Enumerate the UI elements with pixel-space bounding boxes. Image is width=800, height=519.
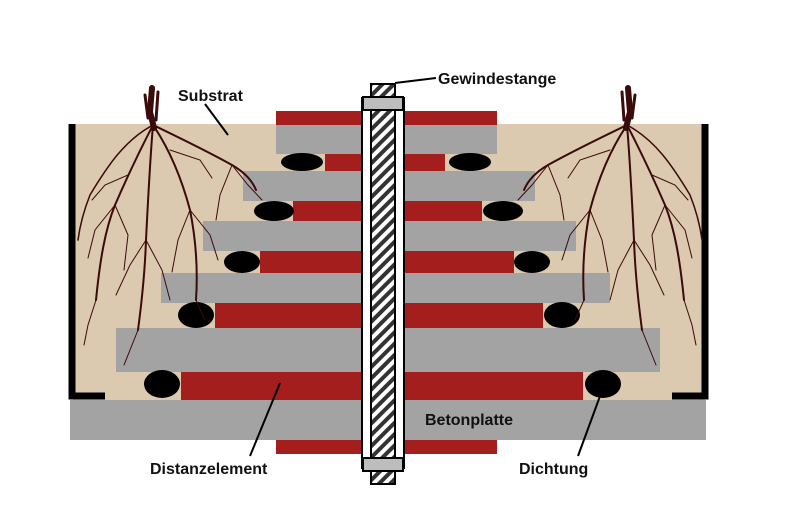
panel-layer-4-left — [161, 273, 366, 303]
label-substrat: Substrat — [178, 88, 244, 105]
seal-row5-right — [585, 370, 621, 398]
panel-layer-4-right — [400, 273, 610, 303]
root-system-left — [77, 85, 263, 366]
spacer-top-left — [276, 111, 366, 125]
spacer-row5-right — [400, 372, 583, 400]
label-dichtung: Dichtung — [519, 461, 588, 478]
spacer-bottom-right — [400, 440, 497, 454]
leader-lines — [204, 77, 604, 457]
leader-dichtung — [577, 387, 604, 457]
panel-layer-3-right — [400, 221, 576, 251]
spacer-row2-right — [400, 201, 482, 221]
container-wall-right — [672, 124, 709, 400]
panel-layer-5-left — [116, 328, 366, 372]
label-gewindestange: Gewindestange — [438, 71, 556, 88]
spacer-bottom-left — [276, 440, 366, 454]
container-wall-left — [68, 124, 105, 400]
spacer-row5-left — [181, 372, 366, 400]
seal-row2-right — [483, 201, 523, 221]
label-distanzelement: Distanzelement — [150, 461, 268, 478]
spacer-row2-left — [293, 201, 366, 221]
seal-row3-right — [514, 251, 550, 273]
panel-layer-1-left — [276, 125, 366, 154]
panel-layer-5-right — [400, 328, 660, 372]
seals — [144, 153, 621, 398]
leader-substrat — [204, 103, 229, 136]
seal-row4-left — [178, 302, 214, 328]
spacer-row1-right — [400, 154, 445, 171]
seal-row4-right — [544, 302, 580, 328]
spacer-row3-right — [400, 251, 514, 273]
nut-top — [362, 96, 404, 111]
spacer-top-right — [400, 111, 497, 125]
leader-gewindestange — [394, 77, 437, 84]
leader-distanzelement — [249, 382, 281, 457]
seal-row1-left — [281, 153, 323, 171]
root-system-right — [517, 85, 703, 366]
threaded-rod — [370, 83, 396, 485]
panel-layer-2-right — [400, 171, 535, 201]
spacer-elements — [181, 111, 583, 454]
spacer-row4-left — [215, 303, 366, 328]
label-betonplatte: Betonplatte — [425, 412, 513, 429]
nut-bottom — [362, 457, 404, 472]
seal-row5-left — [144, 370, 180, 398]
seal-row1-right — [449, 153, 491, 171]
panel-layer-2-left — [243, 171, 366, 201]
panel-layers — [116, 125, 660, 372]
seal-row3-left — [224, 251, 260, 273]
seal-row2-left — [254, 201, 294, 221]
panel-layer-3-left — [203, 221, 366, 251]
spacer-row1-left — [325, 154, 366, 171]
spacer-row4-right — [400, 303, 543, 328]
spacer-row3-left — [260, 251, 366, 273]
panel-layer-1-right — [400, 125, 497, 154]
